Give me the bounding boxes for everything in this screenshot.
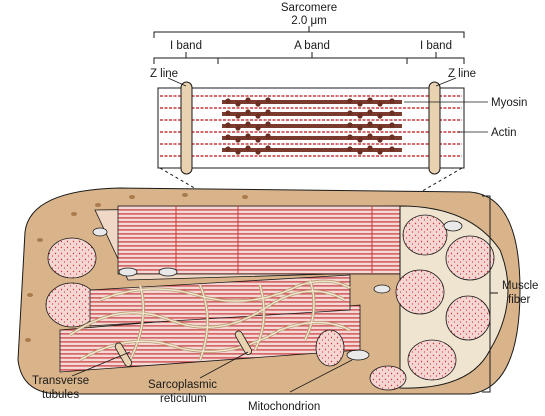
sarcomere-box [157,81,465,175]
muscle-fiber-label-line1: Muscle [502,280,538,292]
myofibril-cross-sections [45,214,495,391]
z-disc-right [428,81,441,175]
transverse-tubules-label-line1: Transverse [32,375,89,387]
muscle-fiber-cylinder [17,187,521,395]
sarcoplasmic-reticulum-label-line2: reticulum [160,393,207,405]
sarcomere-length-label: 2.0 μm [291,15,326,27]
actin-filaments [160,95,462,157]
a-band-label: A band [294,40,330,52]
leader-lines-bottom [71,351,353,393]
muscle-fiber-bracket [482,195,498,393]
z-disc-left [180,81,193,175]
actin-label: Actin [491,127,517,139]
leader-lines-top [167,77,488,133]
myosin-label: Myosin [491,97,527,109]
myosin-filaments [222,97,402,155]
i-band-right-label: I band [420,40,452,52]
i-band-left-label: I band [170,40,202,52]
z-line-right-label: Z line [448,68,476,80]
band-brackets [153,52,465,64]
sarcoplasmic-reticulum-label-line1: Sarcoplasmic [148,379,217,391]
mitochondria [92,220,463,361]
transverse-tubules-label-line2: tubules [42,389,79,401]
sarcomere-bracket [153,26,465,38]
muscle-fiber-label-line2: fiber [508,294,531,306]
mitochondrion-label: Mitochondrion [248,401,320,413]
z-line-left-label: Z line [150,68,178,80]
transverse-tubules-shape [114,329,345,367]
sarcomere-label: Sarcomere [281,2,337,14]
